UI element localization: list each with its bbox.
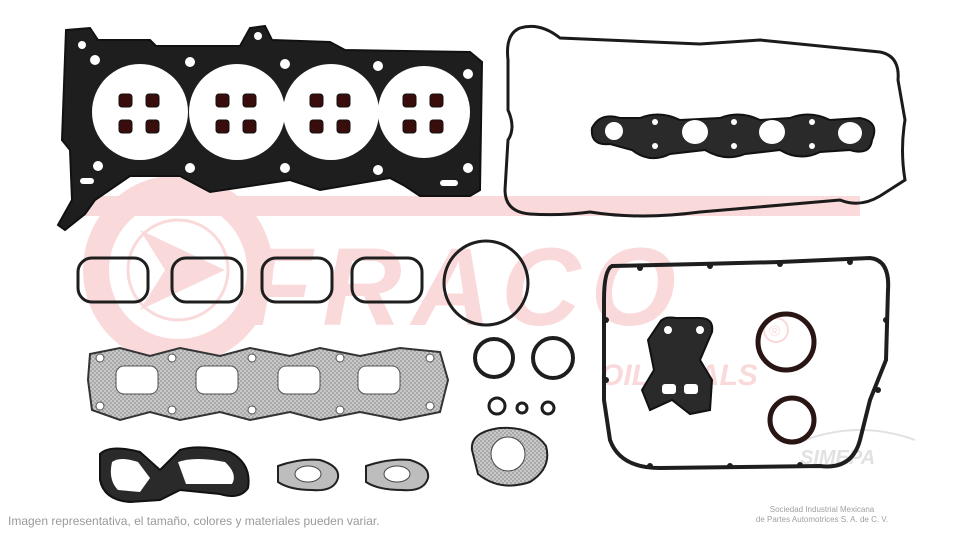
registered-mark: ® xyxy=(769,323,780,340)
oil-pan-gasket xyxy=(602,255,891,471)
water-outlet-gaskets xyxy=(99,426,549,504)
cylinder-head-gasket xyxy=(56,24,484,232)
intake-manifold-gaskets xyxy=(76,239,530,327)
company-line-1: Sociedad Industrial Mexicana xyxy=(769,505,875,514)
disclaimer-text: Imagen representativa, el tamaño, colore… xyxy=(8,514,380,528)
company-name: Sociedad Industrial Mexicana de Partes A… xyxy=(712,505,932,525)
exhaust-manifold-gasket xyxy=(86,346,450,422)
company-line-2: de Partes Automotrices S. A. de C. V. xyxy=(755,515,889,524)
o-ring-seals xyxy=(473,336,575,416)
valve-cover-gasket xyxy=(503,24,907,218)
watermark-brand-text: FRACO xyxy=(245,226,686,349)
